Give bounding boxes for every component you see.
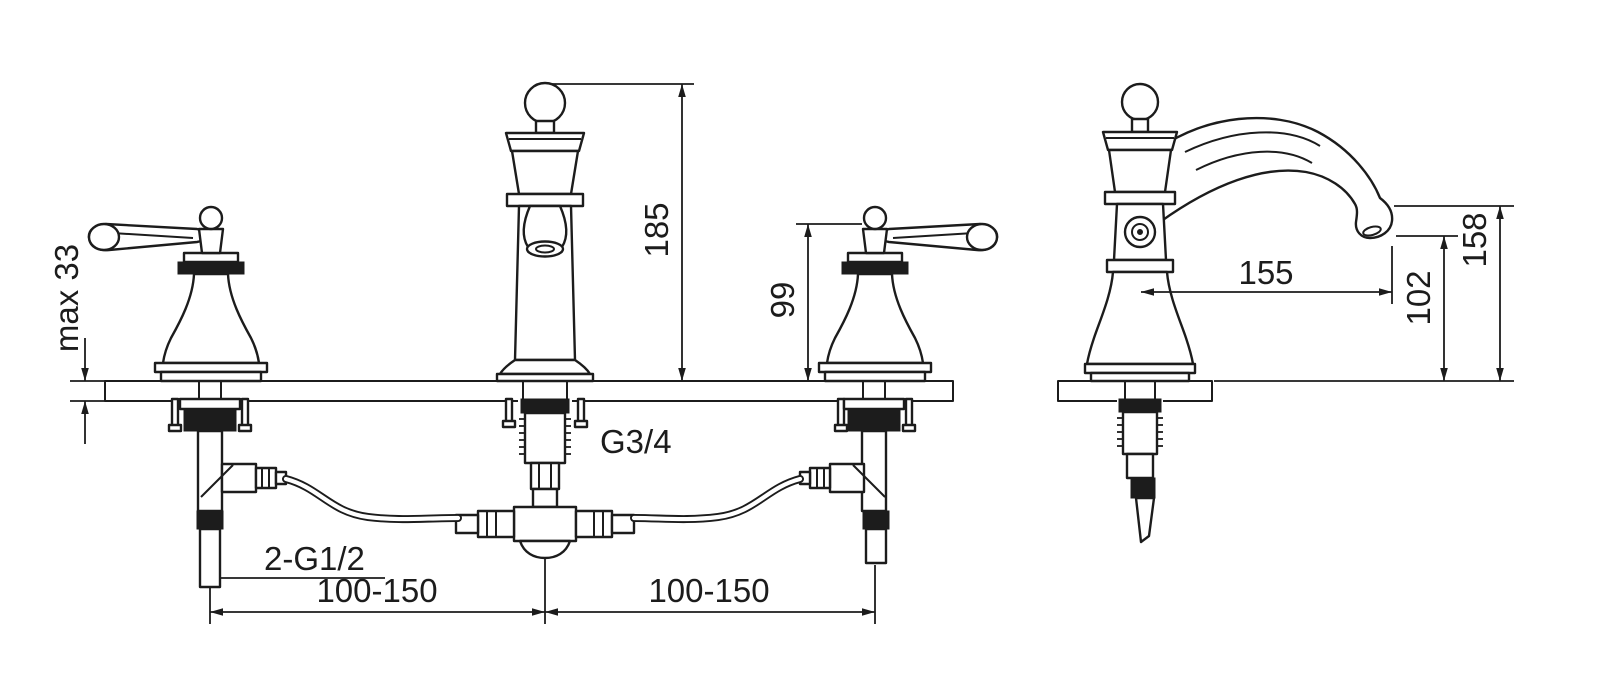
- dimensions: 185 99 max 33 G3/4 2-G1/2 100-150 100-15…: [48, 83, 1514, 624]
- flexible-hose-right: [630, 475, 804, 524]
- side-view-underbody: [1117, 398, 1163, 544]
- swan-spout: [1158, 116, 1394, 240]
- center-shank-and-tee: [454, 397, 636, 560]
- side-finial-ball: [1120, 82, 1160, 122]
- thread-ticks-center: [519, 418, 571, 455]
- left-lever-knob: [87, 222, 121, 252]
- dim-spout-height-label: 185: [638, 202, 675, 257]
- left-valve-underbody: [167, 397, 288, 589]
- dim-max-deck-label: max 33: [48, 244, 85, 352]
- right-handle: [817, 205, 999, 383]
- side-view-faucet: [1083, 82, 1394, 383]
- dim-spacing-left-label: 100-150: [316, 572, 437, 609]
- thread-ticks-side: [1117, 417, 1163, 447]
- left-lever-ball: [198, 205, 224, 231]
- label-supply-thread: 2-G1/2: [264, 540, 365, 577]
- right-valve-underbody: [798, 397, 917, 565]
- dim-spout-reach-label: 155: [1238, 254, 1293, 291]
- spout-finial-ball: [523, 81, 567, 125]
- right-lever-ball: [862, 205, 888, 231]
- left-handle: [87, 205, 269, 383]
- dim-top-height-label: 158: [1456, 212, 1493, 267]
- label-spout-thread: G3/4: [600, 423, 672, 460]
- dim-spacing-right-label: 100-150: [648, 572, 769, 609]
- center-spout-front: [495, 81, 595, 383]
- flexible-hose-left: [282, 475, 462, 524]
- dim-handle-height-label: 99: [764, 282, 801, 319]
- right-lever-knob: [965, 222, 999, 252]
- dim-outlet-height-label: 102: [1400, 270, 1437, 325]
- deck-gaps: [194, 379, 1163, 402]
